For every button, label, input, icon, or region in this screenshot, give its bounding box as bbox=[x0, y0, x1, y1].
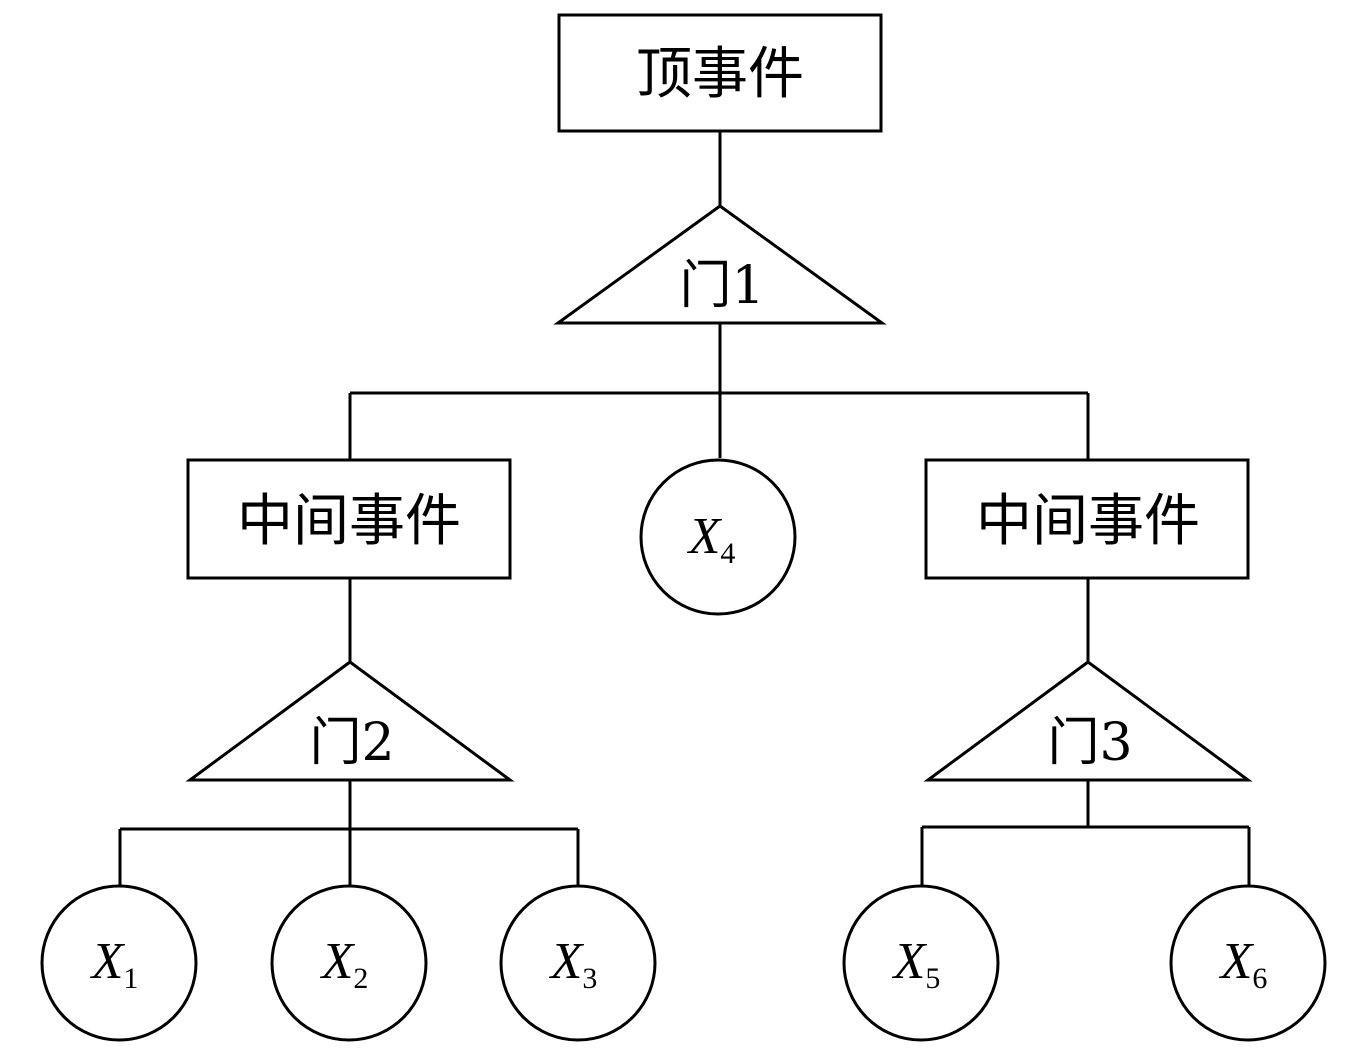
basic-event-x4: X4 bbox=[639, 458, 797, 616]
intermediate-event-right: 中间事件 bbox=[924, 458, 1250, 580]
basic-event-x5-var: X bbox=[892, 933, 928, 990]
basic-event-x4-sub: 4 bbox=[720, 537, 735, 570]
svg-text:X2: X2 bbox=[320, 933, 369, 995]
basic-event-x2: X2 bbox=[270, 884, 428, 1042]
gate-1: 门1 bbox=[553, 204, 887, 325]
basic-event-x5-sub: 5 bbox=[925, 962, 940, 995]
gate-3-label: 门3 bbox=[1047, 713, 1132, 773]
top-event-label: 顶事件 bbox=[636, 42, 804, 107]
basic-event-x3-sub: 3 bbox=[582, 962, 597, 995]
gate-1-label: 门1 bbox=[679, 256, 764, 316]
top-event: 顶事件 bbox=[557, 13, 883, 133]
basic-event-x6: X6 bbox=[1169, 884, 1327, 1042]
basic-event-x6-var: X bbox=[1219, 933, 1255, 990]
intermediate-event-left-label: 中间事件 bbox=[237, 489, 461, 554]
intermediate-event-left: 中间事件 bbox=[186, 458, 512, 580]
connectors bbox=[118, 131, 1251, 886]
basic-event-x2-var: X bbox=[320, 933, 356, 990]
basic-event-x4-var: X bbox=[687, 508, 723, 565]
svg-text:X4: X4 bbox=[687, 508, 736, 570]
svg-text:X5: X5 bbox=[892, 933, 941, 995]
gate-2: 门2 bbox=[185, 660, 515, 782]
gate-3: 门3 bbox=[923, 660, 1253, 782]
svg-text:X3: X3 bbox=[549, 933, 598, 995]
basic-event-x6-sub: 6 bbox=[1252, 962, 1267, 995]
basic-event-x3: X3 bbox=[499, 884, 657, 1042]
svg-text:X1: X1 bbox=[90, 933, 139, 995]
basic-event-x5: X5 bbox=[842, 884, 1000, 1042]
basic-event-x3-var: X bbox=[549, 933, 585, 990]
gate-2-label: 门2 bbox=[309, 713, 394, 773]
basic-event-x1: X1 bbox=[40, 884, 198, 1042]
basic-event-x1-sub: 1 bbox=[123, 962, 138, 995]
basic-event-x2-sub: 2 bbox=[353, 962, 368, 995]
intermediate-event-right-label: 中间事件 bbox=[976, 489, 1200, 554]
basic-event-x1-var: X bbox=[90, 933, 126, 990]
svg-text:X6: X6 bbox=[1219, 933, 1268, 995]
